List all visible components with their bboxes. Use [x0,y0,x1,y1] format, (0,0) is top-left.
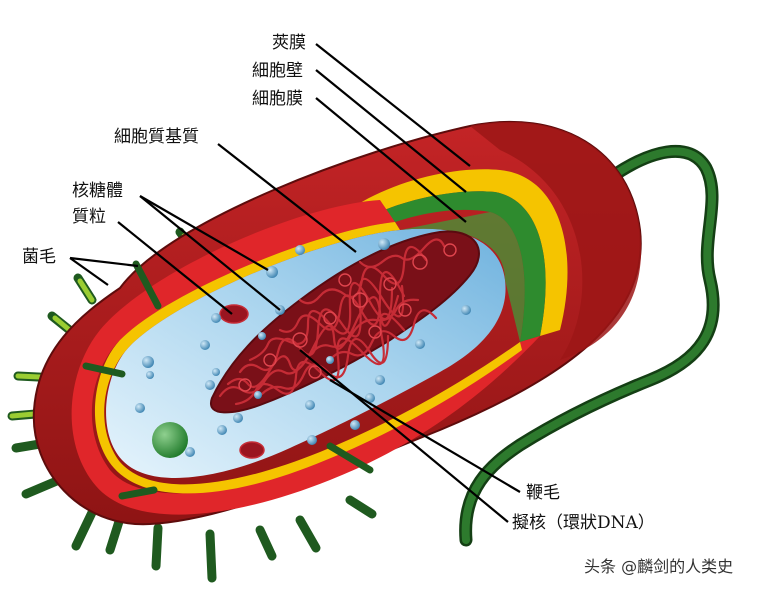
label-pili: 菌毛 [22,247,56,267]
ribosomes [135,238,471,457]
label-nucleoid: 擬核（環狀DNA） [512,513,655,533]
label-cytoplasm: 細胞質基質 [114,127,199,147]
watermark: 头条 @麟剑的人类史 [584,557,733,576]
nucleoid-dna [209,230,480,414]
label-cell-wall: 細胞壁 [252,61,303,81]
cell-wall-cut [355,169,568,336]
label-cell-membrane: 細胞膜 [252,89,303,109]
label-plasmid: 質粒 [72,207,106,227]
label-capsule: 莢膜 [272,33,306,53]
leader-lines [69,43,521,523]
label-flagellum: 鞭毛 [526,483,560,503]
granule [152,422,188,458]
label-ribosome: 核糖體 [72,181,123,201]
cell-membrane-cut [375,191,546,342]
